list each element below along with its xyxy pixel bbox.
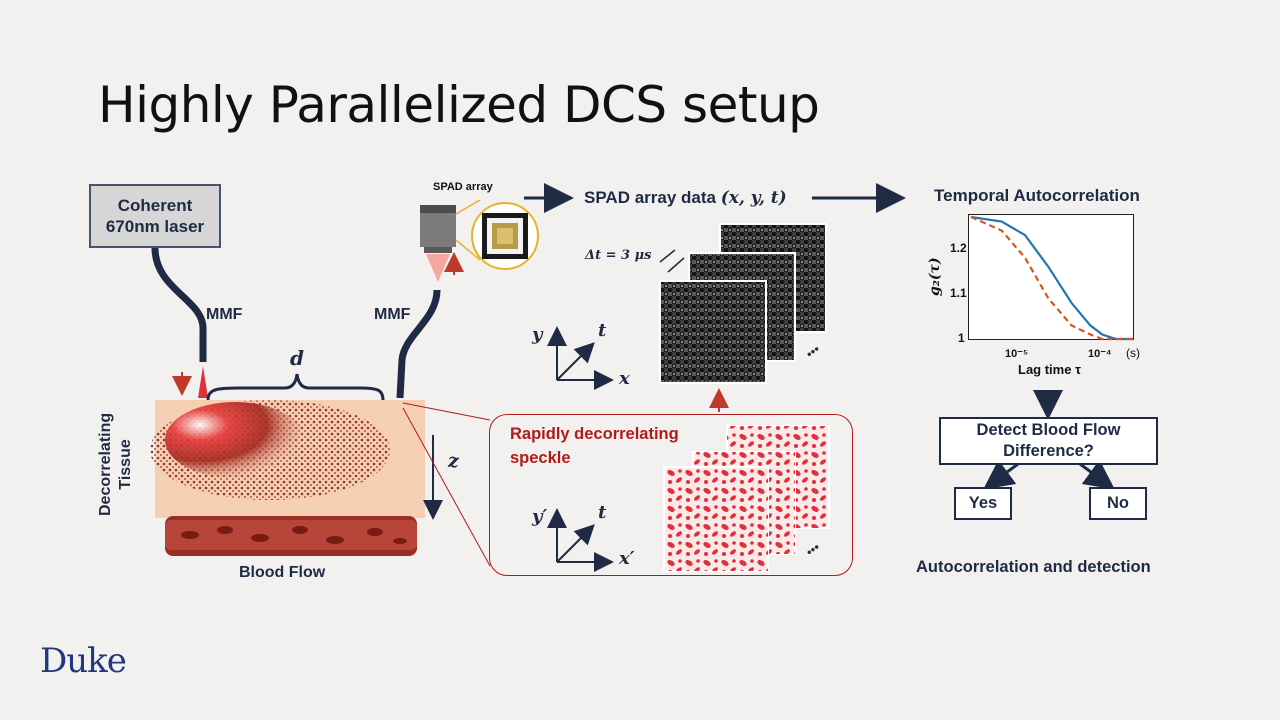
x-unit: (s) [1126,346,1140,360]
spad-array-label: SPAD array [433,181,493,193]
spad-axis-y: y [532,324,543,345]
right-fiber [396,289,441,399]
spad-data-title-math: (x, y, t) [720,188,787,208]
depth-label: z [448,450,459,472]
spad-data-title-text: SPAD array data [584,188,721,207]
xtick-1: 10⁻⁴ [1088,348,1112,360]
slide-title: Highly Parallelized DCS setup [98,76,820,134]
yes-box: Yes [954,487,1012,520]
tissue-label: Decorrelating Tissue [96,413,136,516]
spad-axis-t: t [598,320,607,341]
series-line-0 [970,215,1133,341]
laser-box: Coherent 670nm laser [89,184,221,248]
left-fiber [151,247,207,362]
ytick-2: 1 [958,331,965,345]
decision-box: Detect Blood Flow Difference? [939,417,1158,465]
ytick-0: 1.2 [950,241,967,255]
laser-line2: 670nm laser [105,217,205,236]
distance-label: d [290,346,304,370]
x-axis-label: Lag time τ [1018,362,1081,377]
series-line-1 [970,215,1133,341]
laser-line1: Coherent [117,196,193,215]
speckle-axis-t: t [598,502,607,523]
blood-flow-label: Blood Flow [239,564,326,581]
mmf-right-label: MMF [374,306,411,323]
spad-data-title: SPAD array data (x, y, t) [584,188,787,208]
tissue-line2: Tissue [117,439,134,490]
speckle-title: Rapidly decorrelating speckle [510,425,679,467]
autocorr-caption: Autocorrelation and detection [916,558,1151,576]
xtick-0: 10⁻⁵ [1005,348,1029,360]
ytick-1: 1.1 [950,286,967,300]
tissue-line1: Decorrelating [97,412,114,516]
spad-axis-x: x [619,368,630,389]
speckle-axis-y: y′ [532,506,548,527]
speckle-frames [663,425,830,572]
no-box: No [1089,487,1147,520]
autocorr-title: Temporal Autocorrelation [934,186,1140,205]
duke-logo: Duke [40,641,127,681]
delta-t-label: Δt = 3 μs [585,248,652,263]
autocorr-plot [968,214,1134,341]
speckle-panel [489,414,853,576]
spad-frames [659,223,827,384]
autocorr-svg [970,215,1133,341]
speckle-axis-x: x′ [619,548,635,569]
mmf-left-label: MMF [206,306,243,323]
y-axis-label: g₂(τ) [927,257,943,296]
